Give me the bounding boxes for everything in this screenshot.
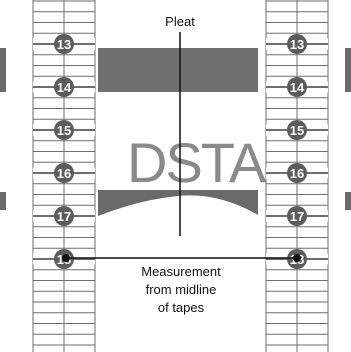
banner-top-text: measemer	[92, 84, 238, 119]
left-edge-tab	[0, 48, 6, 92]
left-tape-number-badge	[54, 206, 74, 226]
banner-top-band	[98, 48, 258, 92]
left-tape: 131415161718	[32, 0, 96, 352]
left-tape-number: 17	[57, 209, 71, 224]
banner-middle-text: DSTA	[127, 131, 267, 194]
right-tape-number: 15	[290, 123, 304, 138]
left-tape-number: 13	[57, 37, 71, 52]
pleat-label: Pleat	[165, 14, 195, 29]
measurement-label-line2: from midline	[146, 282, 217, 297]
right-tape-number-badge	[287, 77, 307, 97]
right-tape-number: 17	[290, 209, 304, 224]
left-measure-point	[62, 254, 70, 262]
left-tape-number-badge	[54, 34, 74, 54]
left-tape-number-badge	[54, 120, 74, 140]
right-measure-point	[293, 254, 301, 262]
right-tape-number-badge	[287, 163, 307, 183]
left-tape-number: 16	[57, 166, 71, 181]
left-tape-number: 15	[57, 123, 71, 138]
right-tape-number: 14	[290, 80, 305, 95]
right-tape-number-badge	[287, 34, 307, 54]
right-tape: 131415161718	[265, 0, 329, 352]
left-tape-number-badge	[54, 163, 74, 183]
right-edge-tab	[345, 48, 351, 92]
left-tape-number-badge	[54, 77, 74, 97]
right-tape-number: 16	[290, 166, 304, 181]
banner-bottom-wave	[98, 190, 258, 216]
measurement-label-line1: Measurement	[141, 264, 221, 279]
right-tape-number-badge	[287, 206, 307, 226]
right-edge-tab-lower	[345, 192, 351, 210]
right-tape-number: 13	[290, 37, 304, 52]
measurement-label-line3: of tapes	[158, 300, 205, 315]
banner-middle-band	[98, 114, 258, 190]
background-banner: measemer DSTA	[92, 48, 269, 216]
left-tape-number: 14	[57, 80, 72, 95]
right-tape-number-badge	[287, 120, 307, 140]
left-edge-tab-lower	[0, 192, 6, 210]
